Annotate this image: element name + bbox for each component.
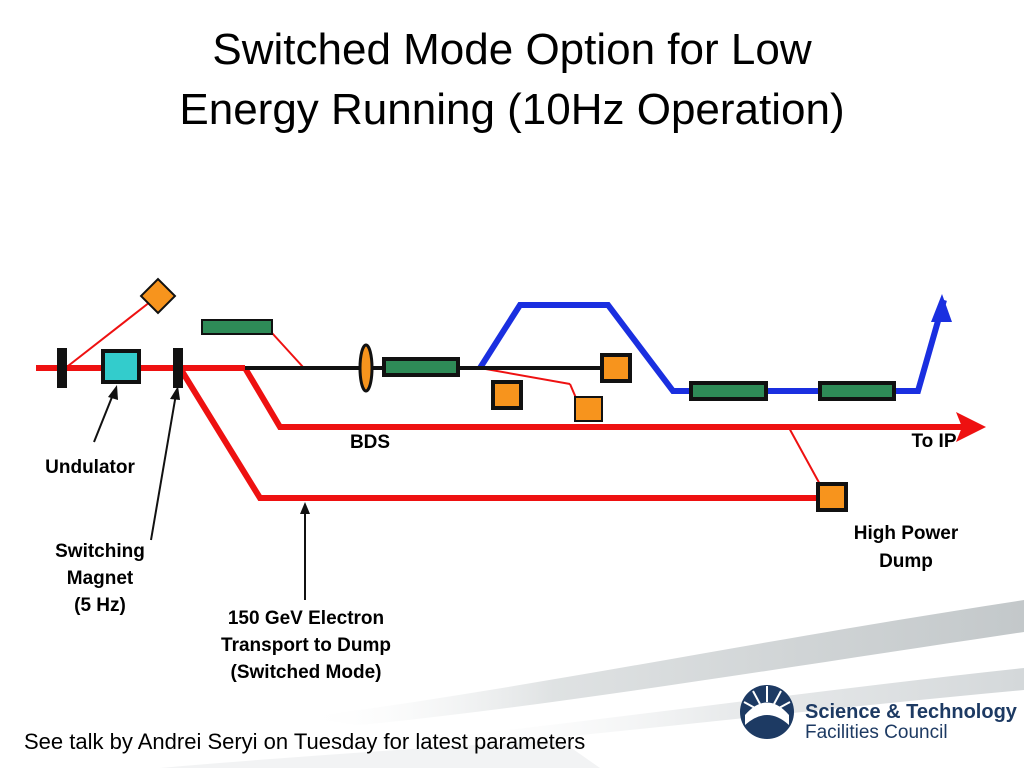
label-switching-magnet-2: Magnet [67, 568, 134, 589]
title-line-2: Energy Running (10Hz Operation) [179, 85, 844, 134]
connector-line [569, 383, 577, 399]
bypass-arrow-head [931, 294, 952, 322]
footer-text: See talk by Andrei Seryi on Tuesday for … [24, 729, 585, 754]
label-switching-magnet-1: Switching [55, 541, 145, 562]
green-magnet [201, 319, 273, 335]
stfc-logo-icon [740, 685, 794, 739]
logo-text-line-1: Science & Technology [805, 701, 1018, 723]
label-dump-2: Dump [879, 551, 933, 572]
connector-line [479, 367, 571, 385]
stfc-logo: Science & Technology Facilities Council [740, 685, 1018, 743]
dump-box [491, 380, 523, 410]
title-line-1: Switched Mode Option for Low [212, 25, 811, 74]
label-transport-1: 150 GeV Electron [228, 608, 384, 629]
label-transport-2: Transport to Dump [221, 635, 391, 656]
label-transport-3: (Switched Mode) [231, 662, 382, 683]
pointer-arrows [93, 385, 310, 600]
label-bds: BDS [350, 432, 390, 453]
switching-magnet [173, 348, 183, 388]
high-power-dump-box [816, 482, 848, 512]
connector-line [271, 332, 304, 368]
label-to-ip: To IP [911, 431, 956, 452]
label-undulator: Undulator [45, 457, 135, 478]
green-magnet [382, 357, 460, 377]
dump-box [600, 353, 632, 383]
collimator-diamond [139, 277, 177, 315]
label-switching-magnet-3: (5 Hz) [74, 595, 126, 616]
bend-magnet-1 [57, 348, 67, 388]
connector-line [67, 301, 151, 367]
background-swoosh [160, 600, 1024, 768]
to-ip-arrow-head [956, 412, 986, 442]
dump-transport-beamline [177, 366, 822, 501]
components [57, 277, 896, 512]
green-magnet [818, 381, 896, 401]
bypass-beamline [477, 294, 952, 394]
label-dump-1: High Power [854, 523, 959, 544]
connector-lines [67, 301, 823, 489]
dump-box [574, 396, 603, 422]
lens-element [358, 343, 374, 393]
connector-line [787, 425, 823, 489]
logo-text-line-2: Facilities Council [805, 722, 948, 743]
bds-beamline [242, 366, 966, 430]
green-magnet [689, 381, 768, 401]
undulator-box [101, 349, 141, 384]
